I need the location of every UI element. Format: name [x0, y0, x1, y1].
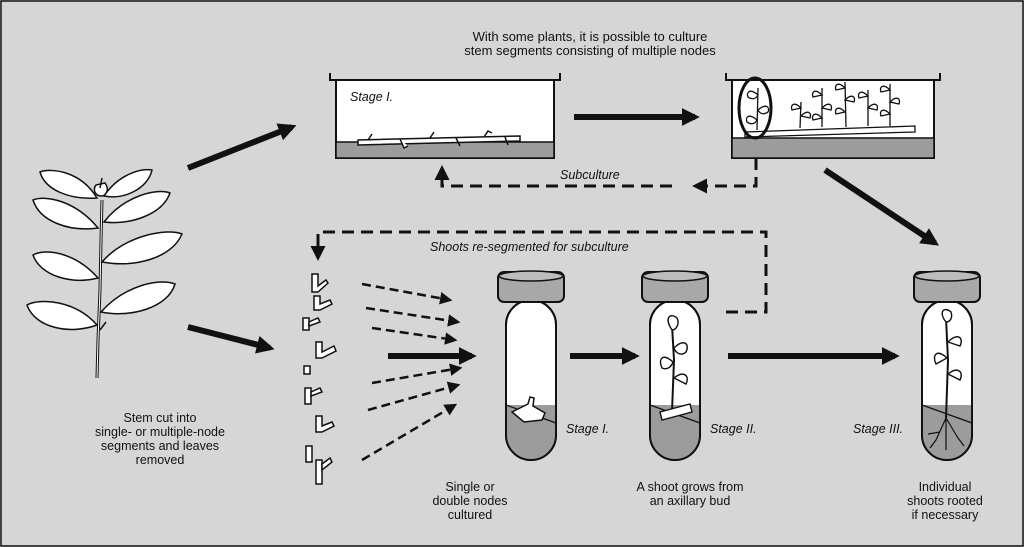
- tube3-caption-line-1: Individual: [918, 480, 972, 494]
- culture-dish-stage-2: [725, 73, 941, 159]
- stem-cut-line-4: removed: [135, 453, 185, 467]
- stem-cut-line-1: Stem cut into: [123, 411, 197, 425]
- multinode-note: With some plants, it is possible to cult…: [440, 30, 740, 58]
- test-tube-stage-1: [497, 270, 565, 461]
- dashed-arrows: [310, 158, 768, 314]
- dish-stage-label: Stage I.: [350, 90, 394, 104]
- dashed-fan-arrows: [361, 282, 463, 462]
- stem-cut-line-3: segments and leaves: [100, 439, 220, 453]
- test-tube-stage-2: [641, 270, 709, 461]
- test-tube-stage-3: [913, 270, 981, 461]
- tube3-caption: Individual shoots rooted if necessary: [880, 480, 1010, 522]
- subculture-label: Subculture: [560, 168, 620, 182]
- tube2-caption-line-2: an axillary bud: [649, 494, 731, 508]
- stem-cut-caption: Stem cut into single- or multiple-node s…: [70, 411, 250, 467]
- tube2-stage-label: Stage II.: [710, 422, 757, 436]
- tube1-caption: Single or double nodes cultured: [400, 480, 540, 522]
- tube1-caption-line-1: Single or: [445, 480, 495, 494]
- tube3-caption-line-3: if necessary: [911, 508, 979, 522]
- stem-segments: [302, 273, 337, 485]
- stem-cut-line-2: single- or multiple-node: [95, 425, 225, 439]
- tube1-caption-line-3: cultured: [447, 508, 493, 522]
- multinode-note-line-2: stem segments consisting of multiple nod…: [464, 43, 716, 58]
- tube3-caption-line-2: shoots rooted: [907, 494, 983, 508]
- resegmented-label: Shoots re-segmented for subculture: [430, 240, 629, 254]
- highlight-circle: [737, 76, 773, 140]
- tube3-stage-label: Stage III.: [853, 422, 904, 436]
- tube1-stage-label: Stage I.: [566, 422, 610, 436]
- tube1-caption-line-2: double nodes: [432, 494, 508, 508]
- solid-arrows: [186, 108, 939, 365]
- plant-illustration: [26, 168, 183, 379]
- multinode-note-line-1: With some plants, it is possible to cult…: [472, 29, 708, 44]
- culture-dish-stage-1: [329, 73, 561, 159]
- tube2-caption: A shoot grows from an axillary bud: [605, 480, 775, 508]
- tube2-caption-line-1: A shoot grows from: [636, 480, 744, 494]
